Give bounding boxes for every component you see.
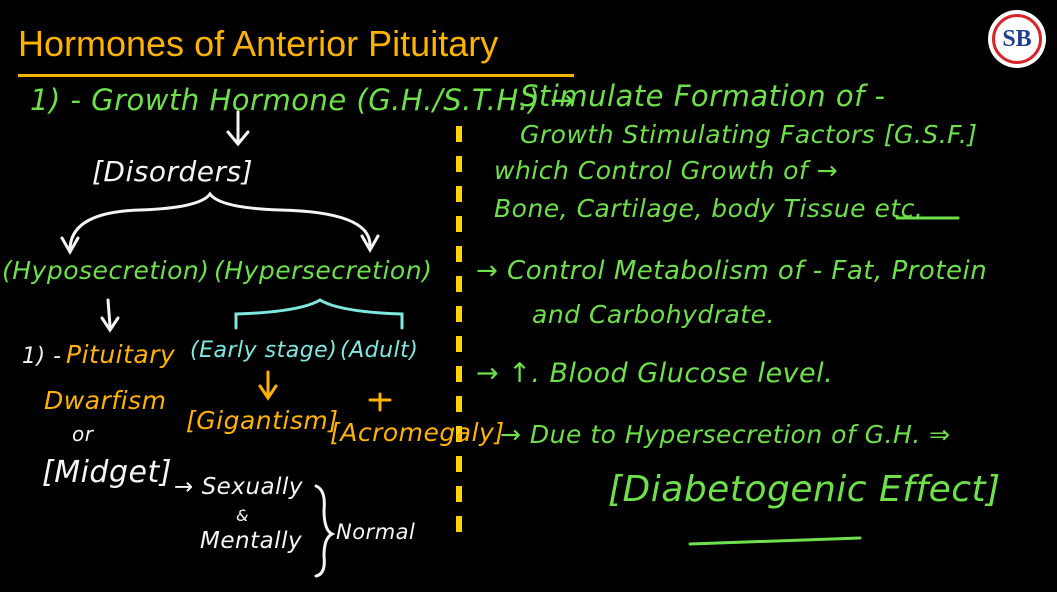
diabetogenic-effect: [Diabetogenic Effect] — [608, 469, 1001, 510]
right-line-7: → ↑. Blood Glucose level. — [476, 358, 834, 389]
right-line-1: Stimulate Formation of - — [520, 79, 886, 113]
right-line-4: Bone, Cartilage, body Tissue etc. — [494, 194, 924, 223]
logo-text: SB — [992, 14, 1042, 64]
right-line-2: Growth Stimulating Factors [G.S.F.] — [520, 120, 978, 149]
mentally-label: Mentally — [200, 528, 303, 554]
title-underline — [18, 74, 574, 77]
hyposecretion-label: (Hyposecretion) — [2, 256, 210, 285]
vertical-divider — [456, 126, 462, 546]
right-line-5: → Control Metabolism of - Fat, Protein — [476, 256, 988, 286]
right-line-3: which Control Growth of → — [494, 156, 839, 185]
normal-label: Normal — [336, 520, 416, 544]
right-line-6: and Carbohydrate. — [532, 300, 775, 329]
and-symbol: & — [236, 506, 249, 525]
or-label: or — [72, 422, 94, 446]
page-title: Hormones of Anterior Pituitary — [18, 23, 499, 64]
hypersecretion-label: (Hypersecretion) — [214, 256, 433, 285]
acromegaly-label: [Acromegaly] — [330, 418, 505, 447]
right-line-8: → Due to Hypersecretion of G.H. ⇒ — [500, 420, 951, 449]
adult-label: (Adult) — [340, 338, 419, 363]
pituitary-label: Pituitary — [66, 340, 176, 369]
dwarfism-label: Dwarfism — [44, 386, 167, 415]
growth-hormone-heading: 1) - Growth Hormone (G.H./S.T.H.) → — [30, 83, 575, 117]
midget-label: [Midget] — [42, 455, 172, 490]
item-number: 1) - — [22, 344, 62, 369]
disorders-label: [Disorders] — [92, 155, 254, 188]
early-stage-label: (Early stage) — [190, 338, 338, 363]
sexually-label: → Sexually — [174, 474, 304, 500]
gigantism-label: [Gigantism] — [186, 406, 339, 435]
brand-logo: SB — [988, 10, 1046, 68]
